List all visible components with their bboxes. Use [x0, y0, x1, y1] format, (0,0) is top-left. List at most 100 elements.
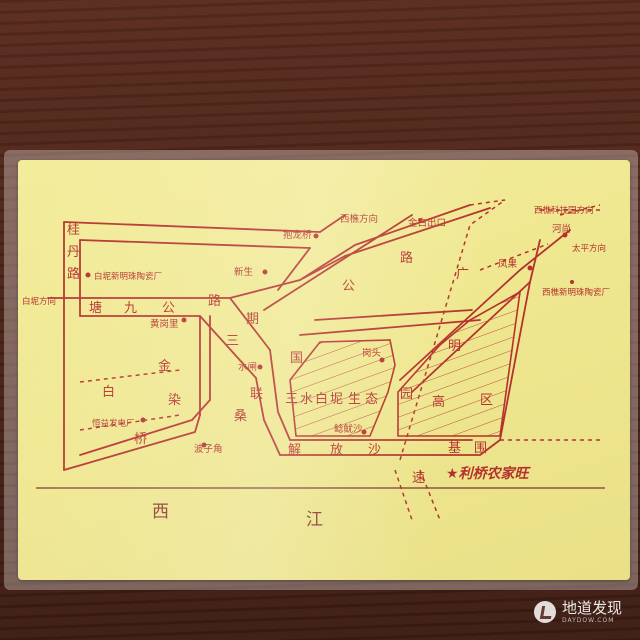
poi-dot — [562, 232, 568, 238]
road-line — [229, 297, 271, 351]
road-line — [255, 377, 281, 456]
poi-label: 白坭新明珠陶瓷厂 — [94, 271, 162, 282]
poi-dot — [527, 265, 533, 271]
dashed-road — [559, 204, 601, 216]
river-char: 西 — [152, 502, 169, 522]
road-char: 基 — [448, 441, 461, 456]
poi-label: 凤果 — [498, 259, 518, 270]
road-char: 高 — [432, 394, 445, 410]
poi-dot — [313, 233, 319, 239]
zone-char: 三 — [285, 392, 298, 407]
poi-dot — [181, 317, 187, 323]
road-char: 明 — [448, 339, 461, 354]
dashed-road — [469, 199, 506, 206]
road-line — [79, 419, 193, 456]
poi-label: 波子角 — [194, 443, 223, 455]
road-char: 沙 — [368, 443, 381, 458]
road-char: 国 — [290, 351, 303, 366]
road-char: 路 — [208, 293, 221, 309]
poi-dot — [257, 364, 263, 370]
watermark-logo-icon — [533, 601, 556, 623]
poi-label: 西樵方向 — [340, 213, 378, 225]
poi-label: 金白出口 — [408, 217, 446, 229]
road-char: 塘 — [89, 300, 102, 316]
poi-label: 河尚 — [552, 223, 571, 235]
road-char: 区 — [480, 393, 493, 408]
poi-label: 黄岗里 — [150, 318, 179, 330]
road-names: 塘 九 公 路 三 期 国 联 金 白 染 桑 桥 桂 丹 路 路 公 广 明 … — [67, 223, 493, 486]
zone-char: 坭 — [330, 392, 343, 407]
poi-labels: 抱龙桥 西樵方向 金白出口 西樵科技园方向 河尚 太平方向 凤果 西樵新明珠陶瓷… — [22, 205, 610, 455]
zone-char: 白 — [315, 391, 328, 407]
road-line — [277, 247, 311, 291]
poi-label: 水闸 — [238, 361, 257, 373]
road-line — [191, 399, 211, 421]
poi-label: 恒益发电厂 — [92, 418, 135, 429]
road-char: 三 — [226, 334, 239, 349]
poi-label: 白坭方向 — [22, 296, 56, 307]
road-char: 速 — [412, 471, 425, 486]
watermark-subtitle: DAYDOW.COM — [561, 616, 615, 624]
poi-dot — [85, 272, 91, 278]
poi-label: 抱龙桥 — [283, 229, 312, 241]
watermark: 地道发现 DAYDOW.COM — [533, 596, 622, 628]
road-char: 白 — [102, 384, 115, 400]
road-char: 围 — [474, 441, 487, 456]
road-char: 九 — [124, 301, 137, 316]
poi-dot — [361, 429, 367, 435]
zone-char: 生 — [348, 392, 361, 407]
poi-label: 岗头 — [362, 347, 381, 359]
poi-dot — [262, 269, 268, 275]
road-char: 联 — [250, 387, 263, 402]
eco-zone — [289, 290, 522, 437]
eco-zone-area — [397, 290, 522, 437]
dashed-road — [79, 369, 181, 383]
road-char: 桥 — [134, 432, 147, 447]
road-line — [499, 281, 531, 441]
river-char: 江 — [306, 510, 323, 530]
road-line — [314, 309, 473, 321]
road-line — [63, 414, 201, 471]
poi-dot — [140, 417, 146, 423]
zone-char: 态 — [365, 392, 378, 407]
road-line — [399, 229, 571, 381]
road-char: 公 — [162, 301, 175, 316]
dashed-road — [79, 414, 181, 431]
road-char: 园 — [400, 387, 413, 402]
poi-label: 西樵科技园方向 — [534, 205, 594, 216]
poi-dot — [570, 280, 574, 284]
road-line — [269, 349, 291, 441]
poi-label: 西樵新明珠陶瓷厂 — [542, 287, 610, 298]
road-char: 期 — [246, 312, 259, 327]
road-line — [319, 214, 346, 233]
road-line — [47, 221, 65, 471]
watermark-title: 地道发现 — [561, 598, 622, 617]
road-line — [299, 319, 481, 336]
poi-dots — [85, 218, 574, 448]
road-char: 路 — [67, 266, 80, 282]
road-line — [263, 214, 413, 311]
road-line — [79, 239, 311, 249]
dashed-road — [394, 469, 413, 521]
road-char: 桂 — [67, 223, 80, 238]
road-char: 放 — [330, 443, 343, 458]
poi-label: 太平方向 — [572, 243, 606, 254]
road-line — [529, 239, 541, 283]
road-char: 染 — [168, 393, 181, 408]
road-line — [279, 439, 501, 456]
road-line — [299, 204, 471, 281]
road-char: 丹 — [67, 245, 80, 260]
road-char: 解 — [288, 443, 301, 458]
road-char: 路 — [400, 250, 413, 266]
road-line — [344, 207, 491, 257]
road-line — [63, 279, 301, 299]
poi-label: 鲶鱿沙 — [334, 423, 363, 435]
poi-dot — [201, 442, 207, 448]
eco-zone-label: 三 水 白 坭 生 态 — [285, 391, 378, 407]
road-char: 金 — [158, 358, 171, 374]
road-char: 广 — [456, 267, 469, 282]
dashed-road — [419, 469, 441, 521]
eco-zone-area — [289, 339, 396, 437]
road-line — [63, 221, 321, 233]
restaurant-brand-label: ★利桥农家旺 — [446, 465, 532, 482]
